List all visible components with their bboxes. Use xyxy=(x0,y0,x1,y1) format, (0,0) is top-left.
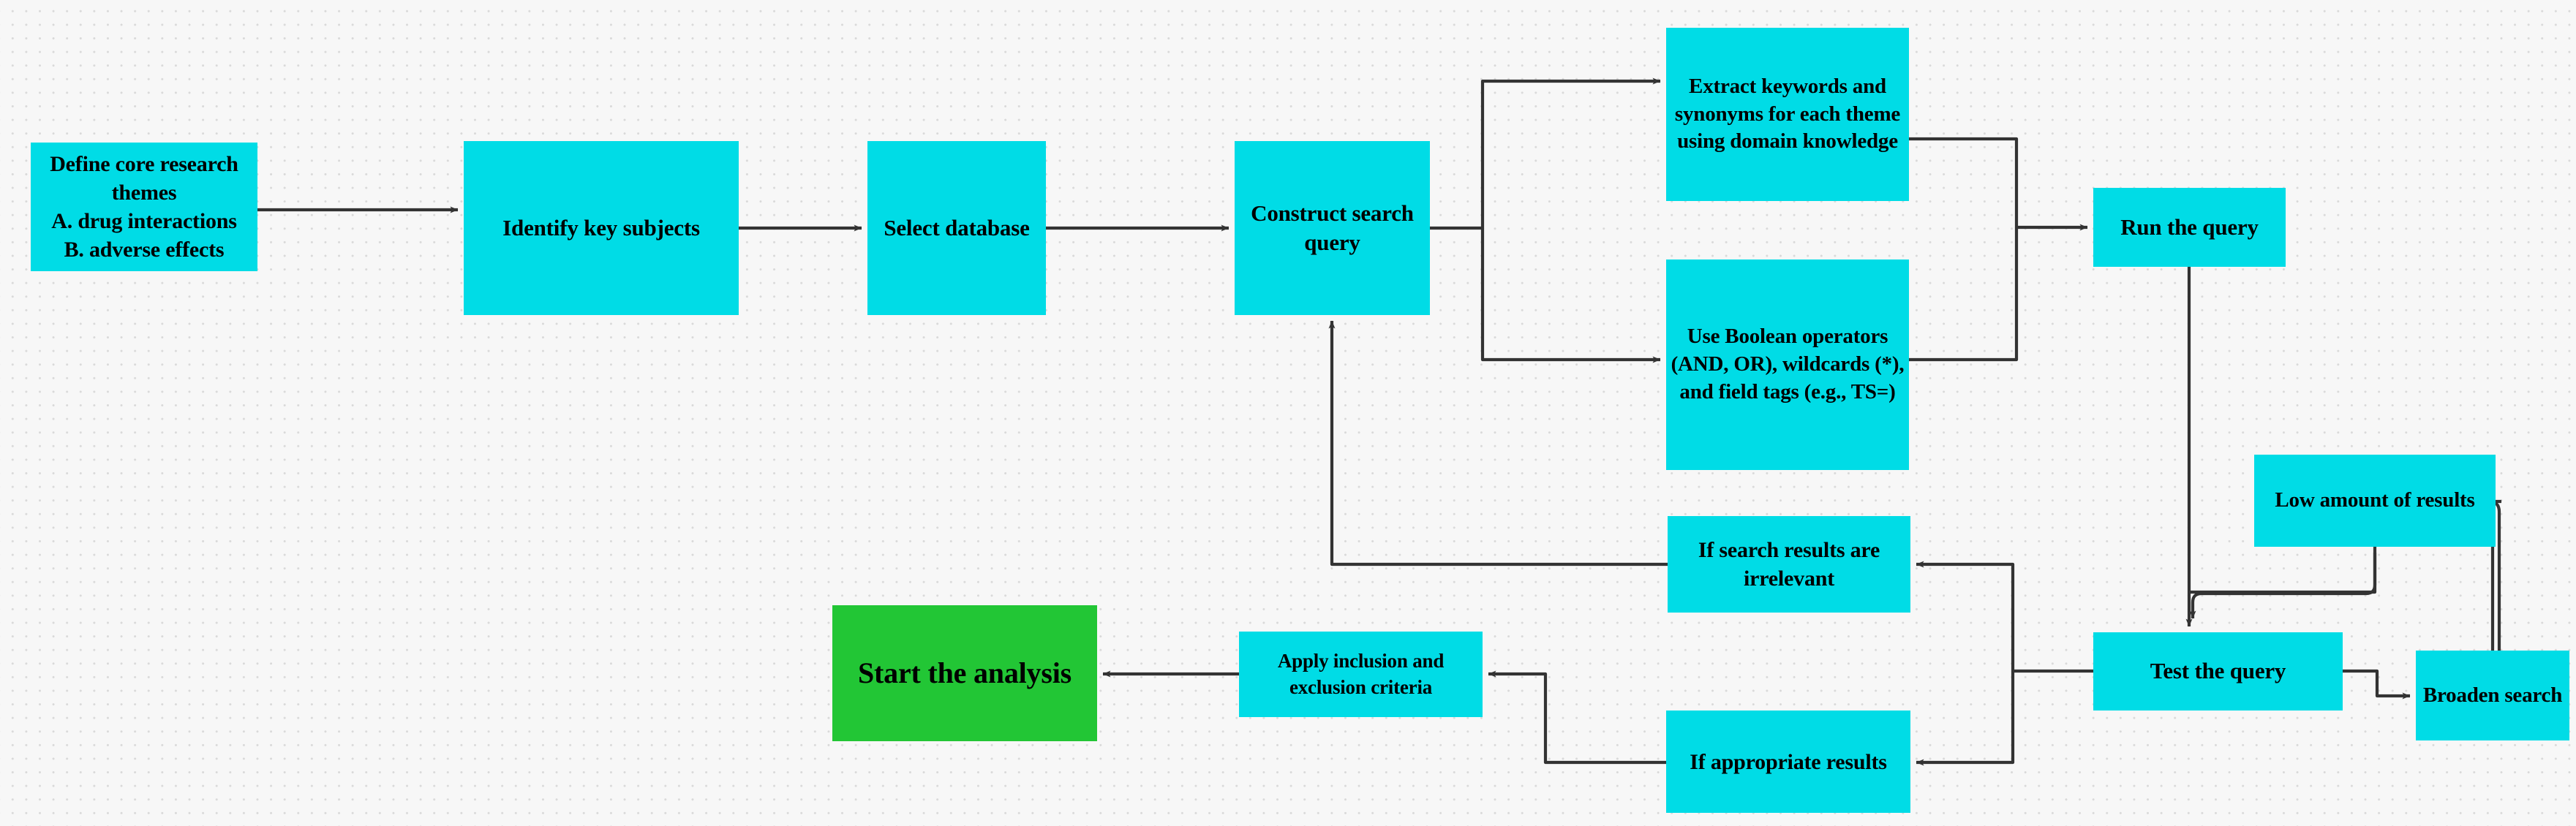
node-identify-key-subjects[interactable]: Identify key subjects xyxy=(464,141,739,315)
node-if-search-results-are-irrelevant[interactable]: If search results are irrelevant xyxy=(1668,516,1910,613)
node-run-the-query[interactable]: Run the query xyxy=(2093,188,2286,267)
edge-construct-to-extract xyxy=(1430,77,1661,230)
edge-test-to-broaden xyxy=(2343,669,2411,700)
node-test-the-query[interactable]: Test the query xyxy=(2093,632,2343,711)
edge-test-to-appropriate xyxy=(1916,671,2015,766)
node-low-amount-of-results[interactable]: Low amount of results xyxy=(2254,455,2496,547)
edge-low-amount-to-low xyxy=(2189,553,2377,594)
node-apply-inclusion-and-exclusion-criteria[interactable]: Apply inclusion and exclusion criteria xyxy=(1239,632,1483,717)
edge-boolean-to-run xyxy=(1909,227,2019,362)
node-select-database[interactable]: Select database xyxy=(867,141,1046,315)
node-use-boolean-operators[interactable]: Use Boolean operators (AND, OR), wildcar… xyxy=(1666,259,1909,470)
node-start-the-analysis[interactable]: Start the analysis xyxy=(832,605,1097,741)
node-extract-keywords-and-synonyms[interactable]: Extract keywords and synonyms for each t… xyxy=(1666,28,1909,201)
node-construct-search-query[interactable]: Construct search query xyxy=(1235,141,1430,315)
edge-low-amount-down xyxy=(2189,547,2377,619)
node-broaden-search[interactable]: Broaden search xyxy=(2416,651,2569,740)
edge-appropriate-to-apply xyxy=(1488,670,1666,765)
edge-construct-to-boolean xyxy=(1480,228,1661,363)
edge-irrelevant-to-construct xyxy=(1328,320,1668,567)
edge-extract-to-run xyxy=(1909,137,2088,231)
node-define-core-research-themes[interactable]: Define core research themes A. drug inte… xyxy=(31,143,257,271)
node-if-appropriate-results[interactable]: If appropriate results xyxy=(1666,711,1910,813)
edge-test-to-irrelevant xyxy=(1916,561,2093,673)
